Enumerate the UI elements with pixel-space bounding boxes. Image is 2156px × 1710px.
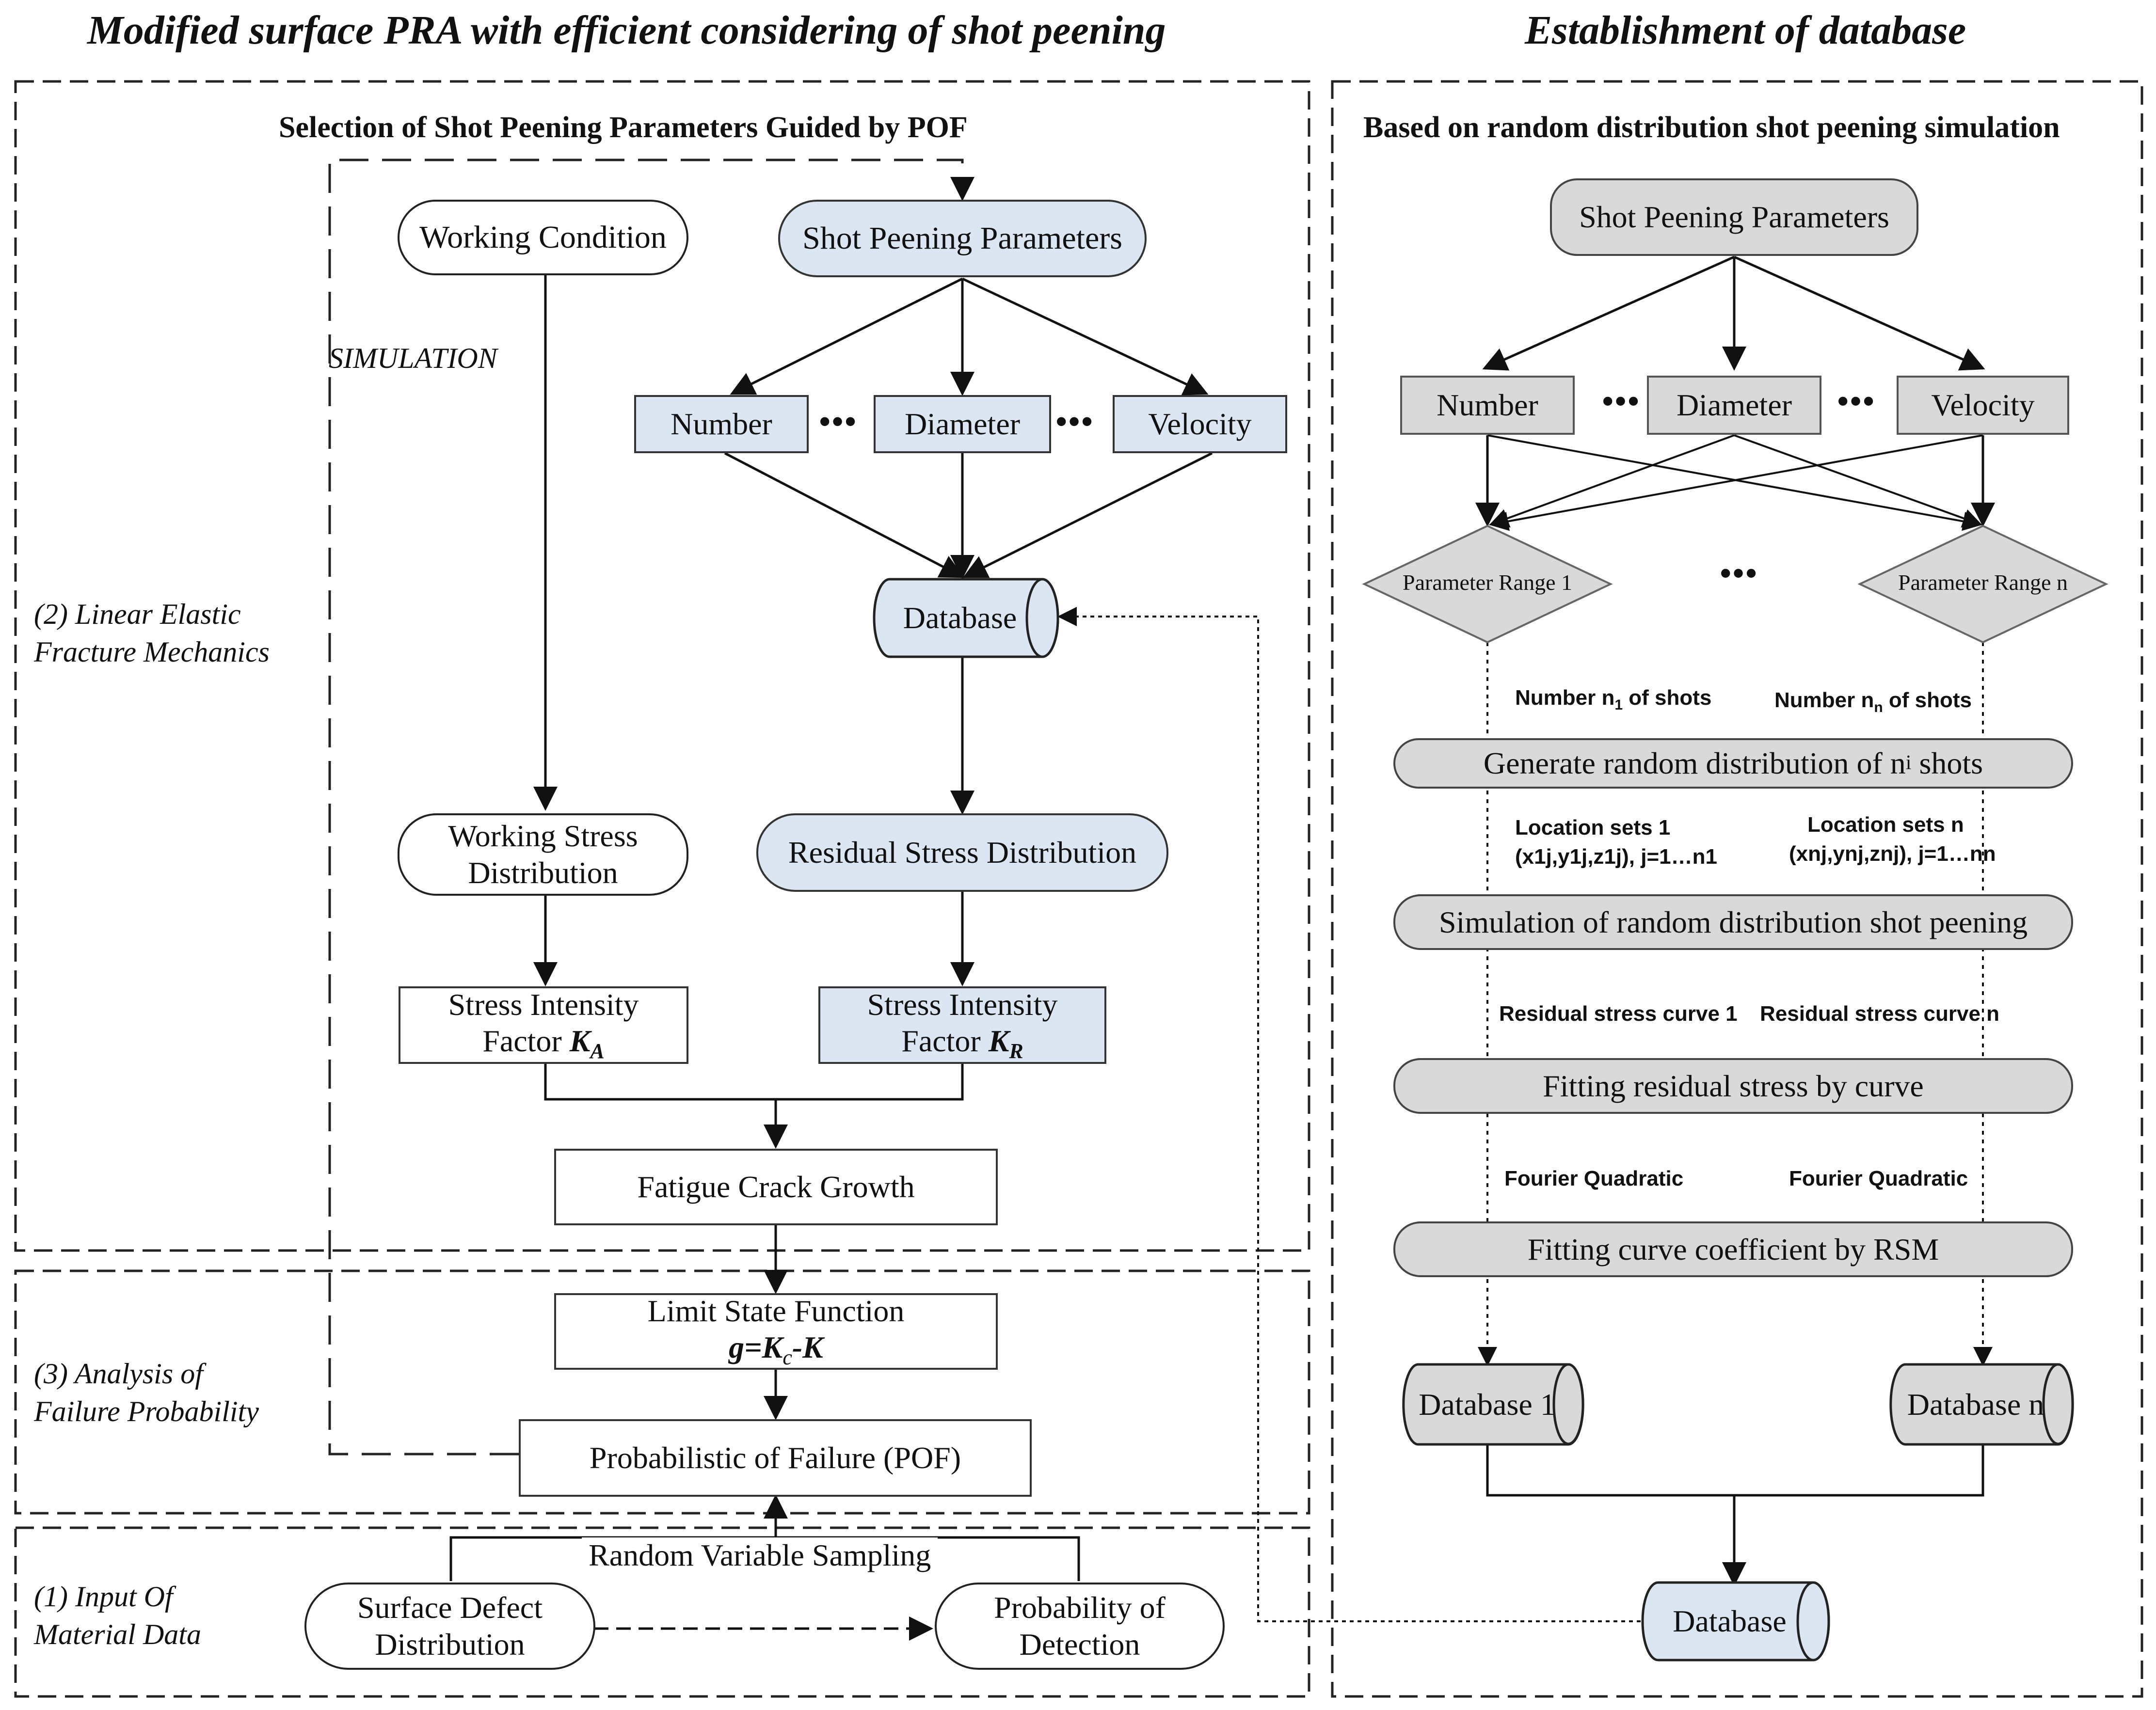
parameter-range-n-shape xyxy=(1857,524,2108,644)
database-n-label: Database n xyxy=(1907,1387,2044,1422)
left-subtitle: Selection of Shot Peening Parameters Gui… xyxy=(279,111,968,144)
right-ellipsis-2: ••• xyxy=(1837,383,1876,418)
residual-stress-curve-1: Residual stress curve 1 xyxy=(1499,1002,1738,1026)
location-sets-n: Location sets n (xnj,ynj,znj), j=1…nn xyxy=(1789,813,1996,866)
right-number-node: Number xyxy=(1400,376,1575,435)
shots-count-n: Number nn of shots xyxy=(1774,688,1972,715)
right-diameter-node: Diameter xyxy=(1647,376,1821,435)
section-label-failure-probability: (3) Analysis of Failure Probability xyxy=(34,1358,259,1427)
section-label-lefm: (2) Linear Elastic Fracture Mechanics xyxy=(34,598,270,668)
right-shot-peening-parameters-node: Shot Peening Parameters xyxy=(1550,178,1918,256)
fitting-residual-stress-node: Fitting residual stress by curve xyxy=(1393,1058,2073,1114)
right-subtitle: Based on random distribution shot peenin… xyxy=(1363,111,2060,144)
fatigue-crack-growth-node: Fatigue Crack Growth xyxy=(554,1149,998,1225)
shot-peening-parameters-node: Shot Peening Parameters xyxy=(778,200,1147,277)
database-right-shape xyxy=(1641,1581,1830,1662)
pof-node: Probabilistic of Failure (POF) xyxy=(519,1419,1032,1497)
panel-failure-prob xyxy=(14,1269,1310,1515)
panel-input xyxy=(14,1526,1310,1698)
section-label-input: (1) Input Of Material Data xyxy=(34,1581,201,1650)
parameter-range-1-shape xyxy=(1362,524,1613,644)
left-title: Modified surface PRA with efficient cons… xyxy=(87,8,1166,53)
location-sets-1: Location sets 1 (x1j,y1j,z1j), j=1…n1 xyxy=(1515,816,1717,869)
fourier-quadratic-1: Fourier Quadratic xyxy=(1504,1167,1684,1190)
parameter-range-n-label: Parameter Range n xyxy=(1898,570,2068,595)
probability-of-detection-node: Probability of Detection xyxy=(935,1583,1225,1670)
stress-intensity-r-node: Stress Intensity Factor KR xyxy=(818,986,1106,1064)
right-velocity-node: Velocity xyxy=(1897,376,2069,435)
database-n-shape xyxy=(1889,1363,2074,1446)
right-title: Establishment of database xyxy=(1525,8,1966,53)
working-stress-node: Working Stress Distribution xyxy=(398,813,688,896)
surface-defect-node: Surface Defect Distribution xyxy=(304,1583,595,1670)
range-ellipsis: ••• xyxy=(1720,555,1759,590)
ellipsis-2: ••• xyxy=(1056,404,1095,439)
database-left-shape xyxy=(873,578,1059,658)
database-right-label: Database xyxy=(1673,1604,1787,1638)
shots-count-1: Number n1 of shots xyxy=(1515,686,1712,713)
diameter-node: Diameter xyxy=(874,395,1051,453)
working-condition-node: Working Condition xyxy=(398,200,688,275)
random-variable-sampling-label: Random Variable Sampling xyxy=(582,1537,938,1573)
simulation-random-shot-peening-node: Simulation of random distribution shot p… xyxy=(1393,894,2073,950)
residual-stress-node: Residual Stress Distribution xyxy=(756,813,1168,892)
right-ellipsis-1: ••• xyxy=(1602,383,1641,418)
database-1-shape xyxy=(1402,1363,1584,1446)
ellipsis-1: ••• xyxy=(819,404,858,439)
fitting-curve-coefficient-node: Fitting curve coefficient by RSM xyxy=(1393,1221,2073,1277)
velocity-node: Velocity xyxy=(1113,395,1287,453)
database-left-label: Database xyxy=(903,601,1017,635)
number-node: Number xyxy=(634,395,809,453)
panel-lefm xyxy=(14,80,1310,1252)
database-link xyxy=(1057,607,1648,1622)
fourier-quadratic-n: Fourier Quadratic xyxy=(1789,1167,1968,1190)
panel-database xyxy=(1331,80,2143,1698)
database-1-label: Database 1 xyxy=(1419,1387,1556,1422)
stress-intensity-a-node: Stress Intensity Factor KA xyxy=(399,986,688,1064)
parameter-range-1-label: Parameter Range 1 xyxy=(1403,570,1572,595)
limit-state-function-node: Limit State Function g=Kc-K xyxy=(554,1293,998,1370)
simulation-label: SIMULATION xyxy=(329,342,497,374)
residual-stress-curve-n: Residual stress curve n xyxy=(1760,1002,2000,1026)
